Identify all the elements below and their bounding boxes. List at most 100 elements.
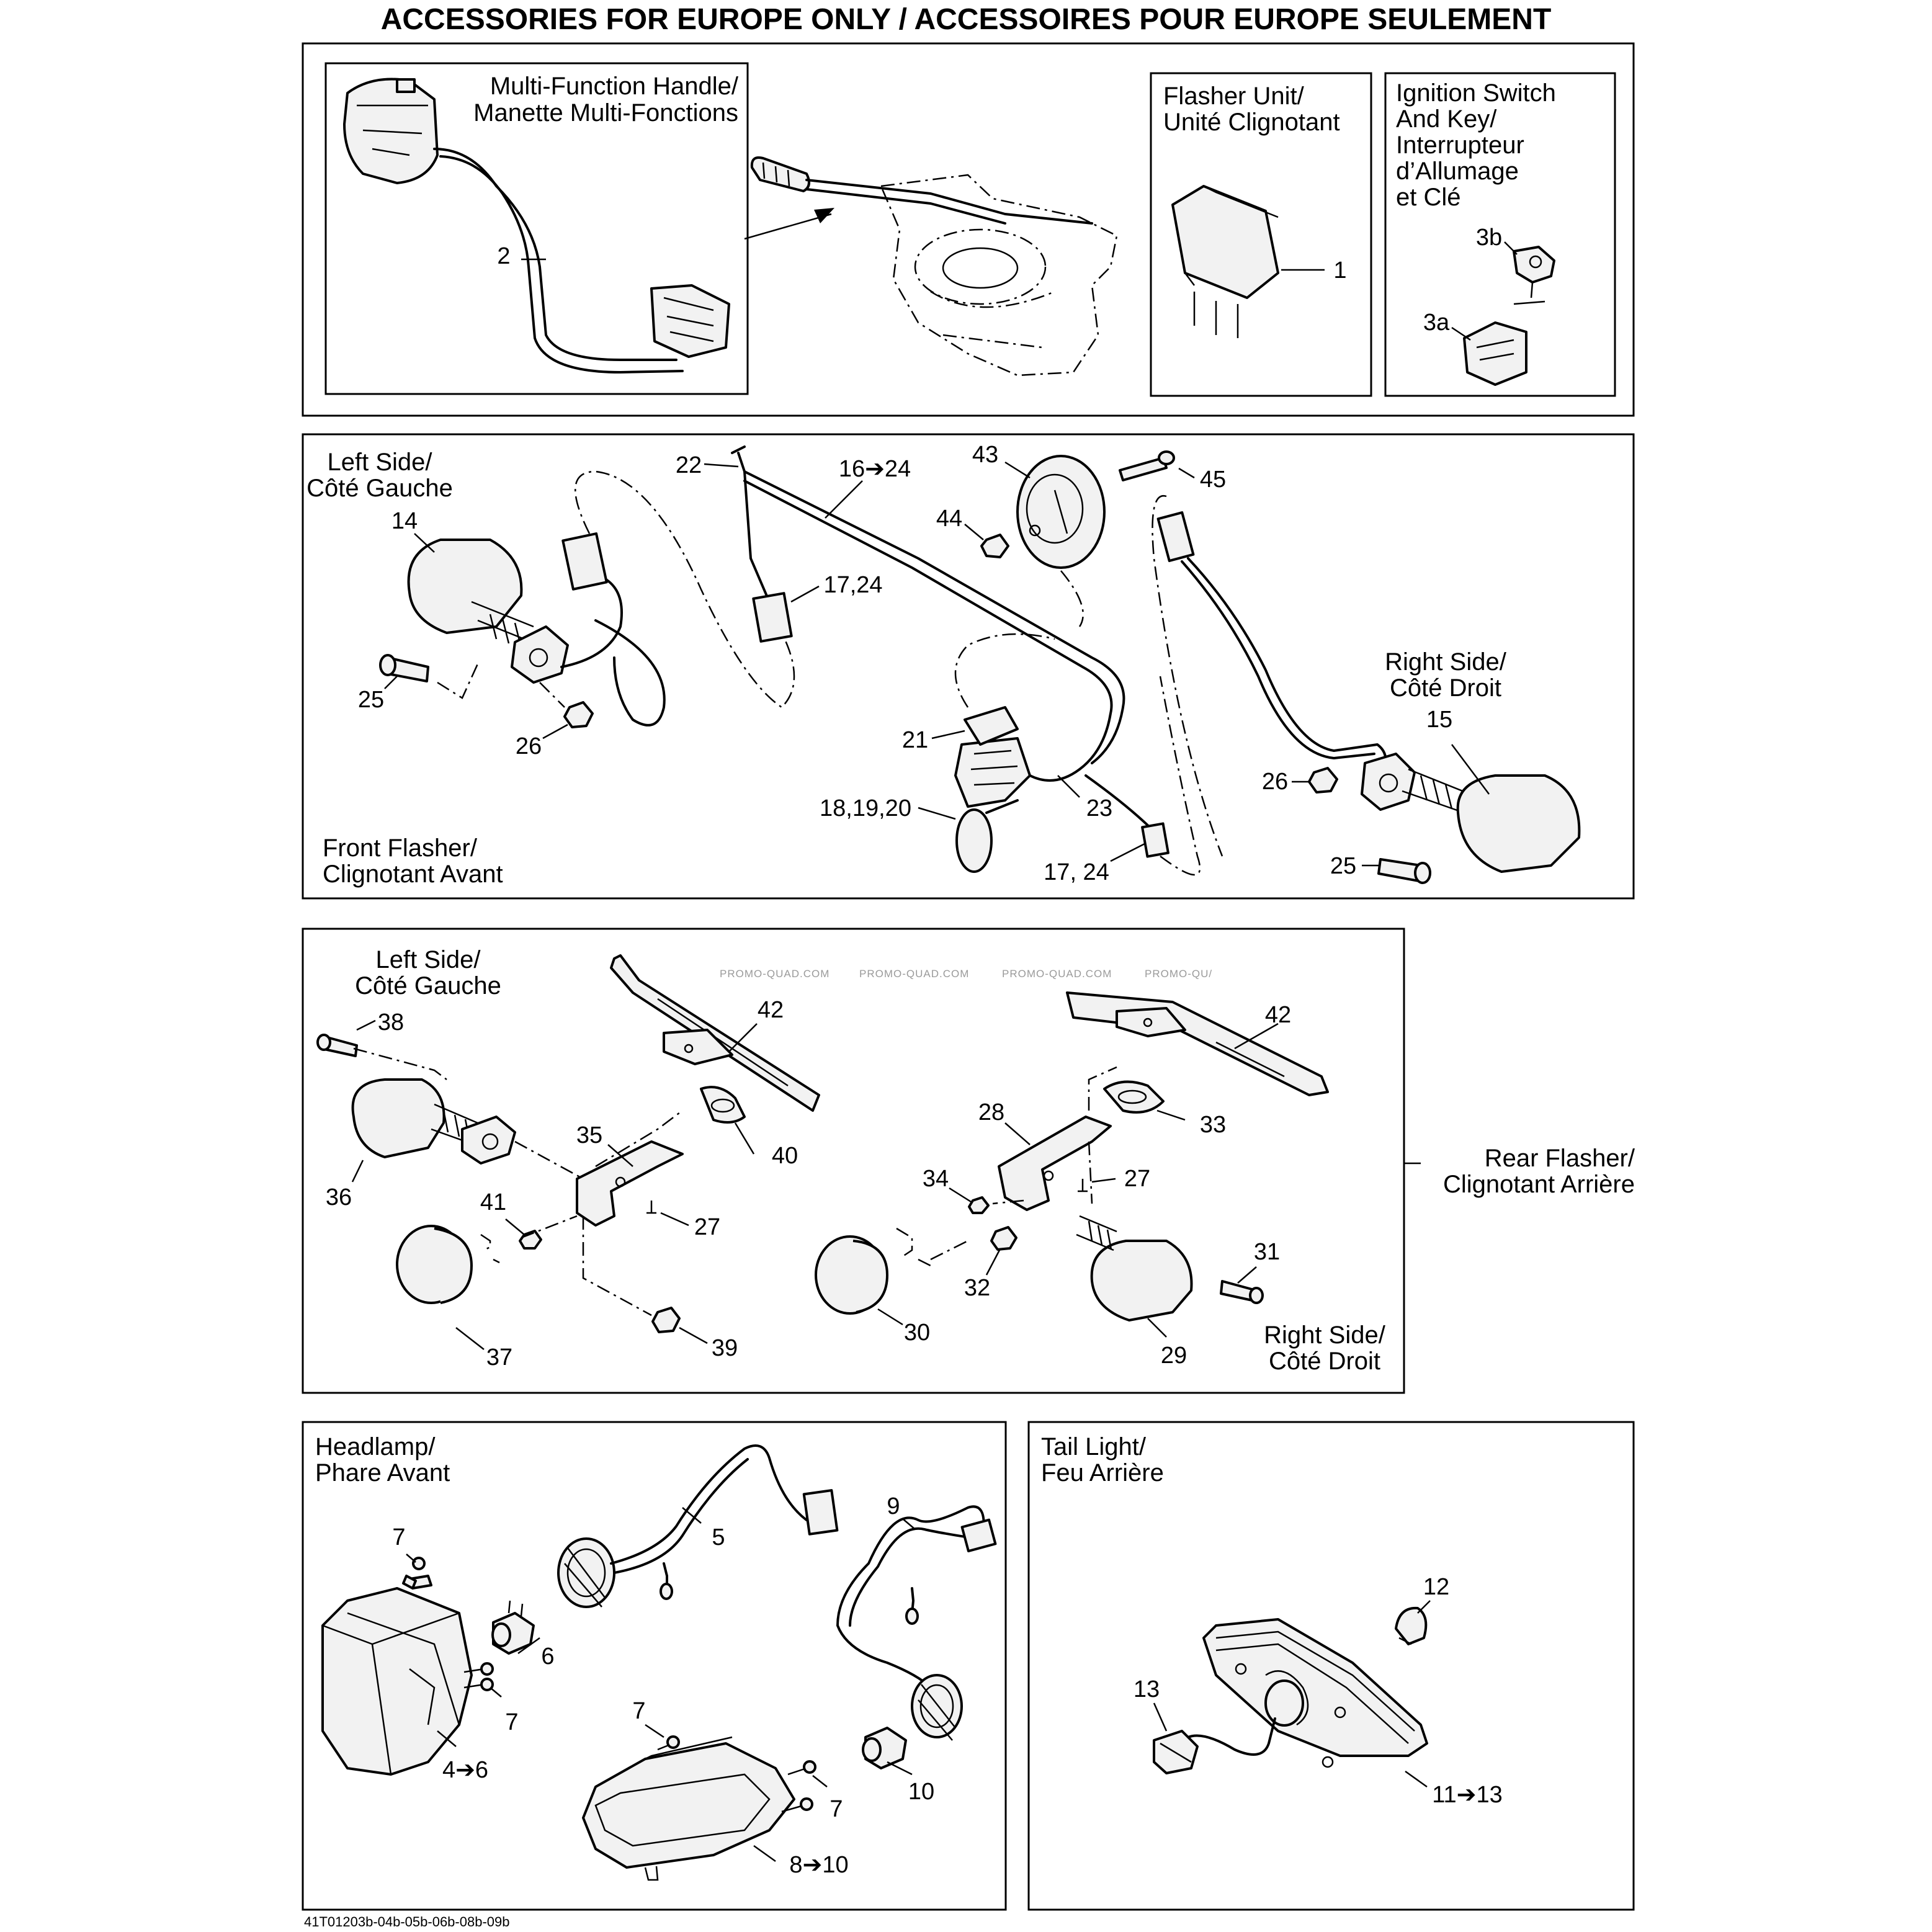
callout-rear-30: 30 xyxy=(904,1320,930,1346)
handle-caption-line1: Multi-Function Handle/ xyxy=(490,73,739,100)
callout-rear-32: 32 xyxy=(964,1275,990,1301)
callout-rear-29: 29 xyxy=(1161,1343,1187,1369)
callout-rear-34: 34 xyxy=(923,1166,949,1192)
rear-section-caption-line2: Clignotant Arrière xyxy=(1443,1171,1635,1198)
rear-right-caption-line2: Côté Droit xyxy=(1269,1348,1380,1375)
callout-headlamp-8-10: 8➔10 xyxy=(789,1852,848,1878)
callout-rear-28: 28 xyxy=(978,1099,1004,1125)
callout-headlamp-4-6: 4➔6 xyxy=(442,1757,488,1783)
footer-code: 41T01203b-04b-05b-06b-08b-09b xyxy=(304,1914,509,1930)
callout-rear-35: 35 xyxy=(576,1122,602,1148)
callout-tail-13: 13 xyxy=(1134,1676,1160,1702)
front-right-harness-drawing xyxy=(1156,511,1387,771)
callout-front-21: 21 xyxy=(902,727,928,753)
callout-rear-40: 40 xyxy=(772,1143,798,1169)
callout-2: 2 xyxy=(497,243,510,269)
top-panel-frame xyxy=(302,42,1635,417)
front-flasher-harness-drawing xyxy=(731,445,1169,873)
callout-headlamp-5: 5 xyxy=(712,1524,725,1550)
page-title: ACCESSORIES FOR EUROPE ONLY / ACCESSOIRE… xyxy=(380,3,1552,36)
multi-function-handle-drawing xyxy=(343,78,730,373)
handlebar-fairing-drawing xyxy=(750,156,1118,377)
ignition-caption-line3: Interrupteur xyxy=(1396,132,1524,159)
callout-headlamp-7-lower: 7 xyxy=(632,1698,645,1724)
watermark-4: PROMO-QU/ xyxy=(1145,968,1212,980)
rear-left-caption-line2: Côté Gauche xyxy=(355,972,501,1000)
callout-front-43: 43 xyxy=(972,442,998,468)
front-left-caption-line1: Left Side/ xyxy=(327,449,432,476)
rear-flasher-panel-frame xyxy=(302,928,1405,1394)
ignition-switch-drawing xyxy=(1463,246,1555,386)
callout-tail-11-13: 11➔13 xyxy=(1432,1782,1503,1808)
rear-right-flasher-drawing xyxy=(815,991,1329,1322)
callout-front-14: 14 xyxy=(391,508,418,534)
flasher-unit-caption-line1: Flasher Unit/ xyxy=(1163,83,1305,110)
callout-headlamp-6: 6 xyxy=(541,1644,554,1670)
front-right-flasher-drawing xyxy=(1308,753,1581,884)
front-left-flasher-drawing xyxy=(379,532,666,728)
flasher-unit-caption-line2: Unité Clignotant xyxy=(1163,109,1340,136)
callout-front-45: 45 xyxy=(1200,467,1226,493)
tail-light-caption-line2: Feu Arrière xyxy=(1041,1459,1164,1487)
callout-headlamp-7-top: 7 xyxy=(392,1524,405,1550)
callout-rear-37: 37 xyxy=(486,1344,512,1371)
callout-front-44: 44 xyxy=(936,506,962,532)
callout-front-26-left: 26 xyxy=(516,733,542,759)
callout-3b: 3b xyxy=(1476,225,1502,251)
ignition-subpanel xyxy=(1384,72,1616,397)
callout-tail-12: 12 xyxy=(1423,1574,1449,1600)
callout-front-22: 22 xyxy=(676,452,702,478)
ignition-caption-line1: Ignition Switch xyxy=(1396,79,1556,107)
ignition-caption-line5: et Clé xyxy=(1396,184,1461,211)
callout-headlamp-7-right: 7 xyxy=(830,1796,843,1822)
front-flasher-panel-frame xyxy=(302,433,1635,900)
front-section-caption-line1: Front Flasher/ xyxy=(323,834,478,862)
callout-rear-41: 41 xyxy=(480,1189,506,1215)
flasher-unit-subpanel xyxy=(1150,72,1372,397)
callout-headlamp-9: 9 xyxy=(887,1493,900,1519)
callout-front-16-24: 16➔24 xyxy=(839,456,911,482)
headlamp-panel-frame xyxy=(302,1421,1007,1911)
ignition-caption-line4: d’Allumage xyxy=(1396,158,1519,185)
callout-rear-42-left: 42 xyxy=(758,997,784,1023)
callout-3a: 3a xyxy=(1423,310,1450,336)
callout-rear-36: 36 xyxy=(326,1184,352,1210)
callout-front-15: 15 xyxy=(1426,707,1452,733)
callout-front-23: 23 xyxy=(1086,795,1112,821)
rear-left-caption-line1: Left Side/ xyxy=(375,946,481,973)
front-right-caption-line1: Right Side/ xyxy=(1385,648,1507,676)
tail-light-caption-line1: Tail Light/ xyxy=(1041,1433,1147,1460)
callout-rear-27-right: 27 xyxy=(1124,1166,1150,1192)
handle-caption-line2: Manette Multi-Fonctions xyxy=(473,99,738,127)
ignition-caption-line2: And Key/ xyxy=(1396,105,1497,133)
rear-left-flasher-drawing xyxy=(316,954,820,1333)
handle-subpanel xyxy=(324,62,749,395)
watermark-1: PROMO-QUAD.COM xyxy=(720,968,830,980)
callout-front-26-right: 26 xyxy=(1262,769,1288,795)
callout-front-25-right: 25 xyxy=(1330,853,1356,879)
callout-rear-42-right: 42 xyxy=(1265,1002,1291,1028)
watermark-3: PROMO-QUAD.COM xyxy=(1002,968,1112,980)
tail-light-drawing xyxy=(1153,1606,1428,1774)
rear-right-caption-line1: Right Side/ xyxy=(1264,1322,1386,1349)
callout-front-17-24-top: 17,24 xyxy=(823,572,882,598)
tail-light-panel-frame xyxy=(1027,1421,1635,1911)
front-left-caption-line2: Côté Gauche xyxy=(306,475,453,502)
watermark-2: PROMO-QUAD.COM xyxy=(859,968,969,980)
headlamp-caption-line2: Phare Avant xyxy=(315,1459,450,1487)
callout-headlamp-10: 10 xyxy=(908,1779,934,1805)
headlamp-caption-line1: Headlamp/ xyxy=(315,1433,436,1460)
callout-headlamp-7-mid: 7 xyxy=(505,1709,518,1735)
callout-1: 1 xyxy=(1333,257,1346,284)
callout-front-17-24-bottom: 17, 24 xyxy=(1044,859,1109,885)
front-mount-drawing xyxy=(980,450,1175,569)
callout-rear-33: 33 xyxy=(1200,1112,1226,1138)
front-section-caption-line2: Clignotant Avant xyxy=(323,861,503,888)
callout-rear-27-left: 27 xyxy=(694,1214,720,1240)
callout-front-18-19-20: 18,19,20 xyxy=(820,795,911,821)
callout-rear-31: 31 xyxy=(1254,1239,1280,1265)
callout-rear-38: 38 xyxy=(378,1009,404,1035)
callout-front-25-left: 25 xyxy=(358,687,384,713)
front-right-caption-line2: Côté Droit xyxy=(1390,674,1501,702)
